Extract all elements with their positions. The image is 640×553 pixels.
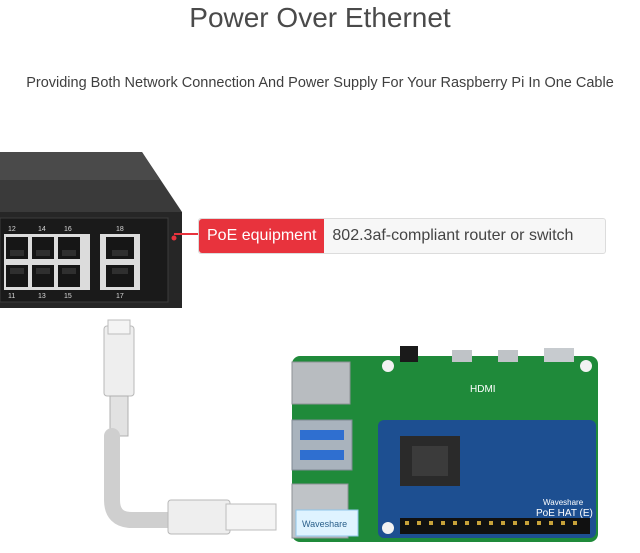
raspberry-pi-board <box>291 346 598 542</box>
callout-description: 802.3af-compliant router or switch <box>332 227 574 244</box>
page-subtitle: Providing Both Network Connection And Po… <box>26 75 614 91</box>
port-number: 14 <box>38 226 46 233</box>
port-number: 16 <box>64 226 72 233</box>
poe-equipment-callout: PoE equipment 802.3af-compliant router o… <box>198 218 606 254</box>
callout-connector <box>174 233 200 235</box>
ethernet-cable <box>103 319 277 535</box>
port-number: 11 <box>8 293 15 300</box>
board-brand: Waveshare <box>543 498 584 507</box>
poe-switch <box>0 152 182 308</box>
callout-tag: PoE equipment <box>199 219 325 253</box>
port-number: 18 <box>116 226 124 233</box>
hdmi-silkscreen: HDMI <box>470 384 496 395</box>
port-number: 12 <box>8 226 16 233</box>
port-number: 13 <box>38 293 46 300</box>
page-title: Power Over Ethernet <box>189 2 451 33</box>
port-number: 17 <box>116 293 124 300</box>
hat-label: PoE HAT (E) <box>536 508 593 519</box>
sticker-brand: Waveshare <box>302 519 347 529</box>
port-number: 15 <box>64 293 72 300</box>
